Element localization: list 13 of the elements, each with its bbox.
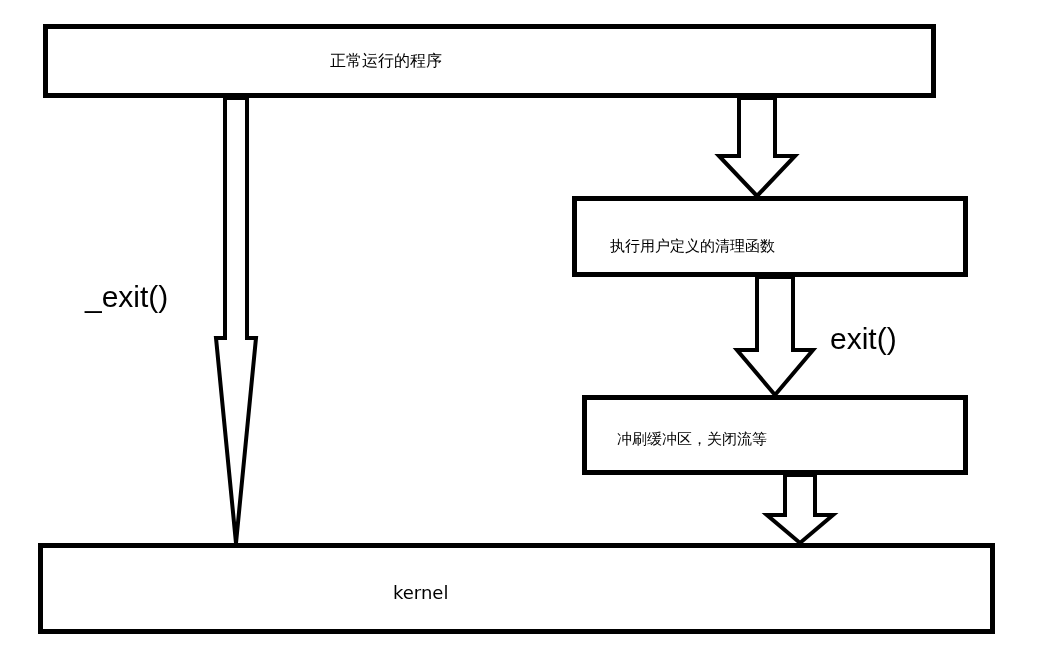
block-arrow: [213, 96, 259, 545]
box-text: 冲刷缓冲区，关闭流等: [617, 430, 767, 449]
box-text: kernel: [393, 582, 449, 603]
box-text: 正常运行的程序: [330, 51, 442, 72]
process-box: [43, 24, 936, 98]
process-box: [582, 395, 968, 475]
box-text: 执行用户定义的清理函数: [610, 237, 775, 256]
block-arrow: [714, 96, 800, 199]
edge-label: _exit(): [85, 280, 169, 314]
edge-label: exit(): [830, 322, 897, 356]
process-box: [38, 543, 995, 634]
process-box: [572, 196, 968, 277]
block-arrow: [761, 473, 839, 546]
